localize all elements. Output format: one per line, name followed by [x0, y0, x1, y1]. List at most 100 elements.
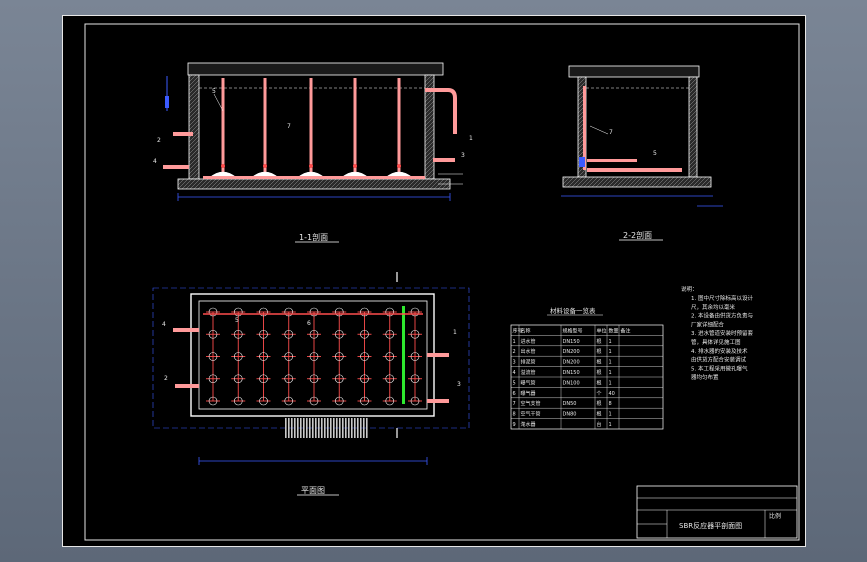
- table-cell: DN150: [563, 370, 580, 376]
- table-cell: DN150: [563, 339, 580, 345]
- table-cell: 根: [597, 348, 602, 355]
- diffuser: [410, 374, 420, 384]
- title-block-frame: [636, 485, 798, 539]
- grating-bar: [357, 418, 359, 438]
- section-1-pipe-2: [173, 132, 193, 136]
- table-cell: 根: [597, 379, 602, 386]
- diffuser: [208, 329, 218, 339]
- table-cell: 1: [609, 370, 612, 376]
- section-2-top-slab: [568, 65, 700, 78]
- diffuser: [410, 396, 420, 406]
- grating-bar: [303, 418, 305, 438]
- title-block: SBR反应器平剖面图 比例: [636, 485, 798, 539]
- table-cell: 1: [609, 422, 612, 428]
- grating-bar: [366, 418, 368, 438]
- riser-joint: [397, 164, 401, 168]
- diffuser: [259, 352, 268, 361]
- table-cell: 4: [513, 370, 516, 376]
- plan-callout-1: 1: [453, 329, 457, 336]
- grating-bar: [330, 418, 332, 438]
- section-1-pipe-4: [163, 165, 189, 169]
- plan-callout-4: 4: [162, 321, 166, 328]
- section-1-left-wall: [188, 74, 200, 180]
- table-cell: 2: [513, 349, 516, 355]
- table-cell: 3: [513, 360, 516, 366]
- diffuser: [309, 307, 319, 317]
- riser-pipe: [309, 78, 313, 176]
- riser-pipe: [353, 78, 357, 176]
- diffuser: [284, 396, 294, 406]
- table-cell: 台: [597, 421, 602, 428]
- diffuser: [233, 329, 243, 339]
- table-cell: DN50: [563, 401, 577, 407]
- plan-grating: [285, 418, 368, 438]
- table-cell: 空气干管: [521, 411, 541, 418]
- grating-bar: [327, 418, 329, 438]
- table-cell: 根: [597, 400, 602, 407]
- table-header-cell: 名称: [521, 327, 531, 334]
- grating-bar: [297, 418, 299, 438]
- section-2-callout-5: 5: [653, 150, 657, 157]
- table-cell: 出水管: [521, 348, 536, 355]
- table-cell: 1: [609, 360, 612, 366]
- leader: [213, 93, 224, 112]
- notes-title: 说明：: [681, 285, 698, 293]
- grating-bar: [354, 418, 356, 438]
- diffuser: [334, 396, 344, 406]
- diffuser: [385, 307, 395, 317]
- grating-bar: [300, 418, 302, 438]
- table-cell: 9: [513, 422, 516, 428]
- grating-bar: [348, 418, 350, 438]
- table-cell: 根: [597, 359, 602, 366]
- table-cell: 个: [597, 391, 602, 397]
- diffuser: [284, 374, 294, 384]
- riser-joint: [309, 164, 313, 168]
- grating-bar: [339, 418, 341, 438]
- table-title: 材料设备一览表: [550, 306, 596, 315]
- table-cell: 1: [513, 339, 516, 345]
- riser-pipe: [397, 78, 401, 176]
- table-header-cell: 备注: [621, 327, 631, 334]
- grating-bar: [315, 418, 317, 438]
- grating-bar: [318, 418, 320, 438]
- plan-diffuser-grid: [206, 307, 422, 406]
- plan-inner-wall: [198, 300, 428, 410]
- table-cell: 曝气器: [521, 390, 536, 397]
- riser-joint: [221, 164, 225, 168]
- grating-bar: [324, 418, 326, 438]
- grating-bar: [285, 418, 287, 438]
- table-cell: DN80: [563, 412, 577, 418]
- note-line: 5. 本工程采用微孔曝气: [691, 364, 748, 372]
- diffuser: [208, 352, 218, 361]
- section-2-valve: [579, 157, 585, 167]
- table-cell: 根: [597, 338, 602, 345]
- table-cell: 排泥管: [521, 359, 536, 366]
- table-cell: 1: [609, 412, 612, 418]
- table-cell: 曝气管: [521, 379, 536, 386]
- callout-1: 1: [469, 135, 473, 142]
- inner-border: [84, 23, 800, 541]
- grating-bar: [288, 418, 290, 438]
- cad-drawing: 5 7 2 4 1 3 1-1剖面: [84, 23, 800, 541]
- grating-bar: [363, 418, 365, 438]
- riser-joint: [263, 164, 267, 168]
- diffuser: [385, 329, 395, 339]
- grating-bar: [336, 418, 338, 438]
- diffuser: [284, 352, 294, 361]
- table-cell: 6: [513, 391, 516, 397]
- plan-callout-6: 6: [307, 320, 311, 327]
- section-1-title: 1-1剖面: [299, 232, 328, 242]
- section-2-right-wall: [688, 76, 698, 178]
- section-2-riser: [583, 86, 586, 170]
- diffuser: [385, 374, 395, 384]
- table-cell: DN200: [563, 360, 580, 366]
- table-cell: 进水管: [521, 338, 536, 345]
- table-cell: 空气支管: [521, 400, 541, 407]
- section-2-callout-7: 7: [609, 129, 613, 136]
- section-2-base-slab: [562, 176, 712, 188]
- section-1-pipe-3: [433, 158, 455, 162]
- plan-pipe-1: [427, 353, 449, 357]
